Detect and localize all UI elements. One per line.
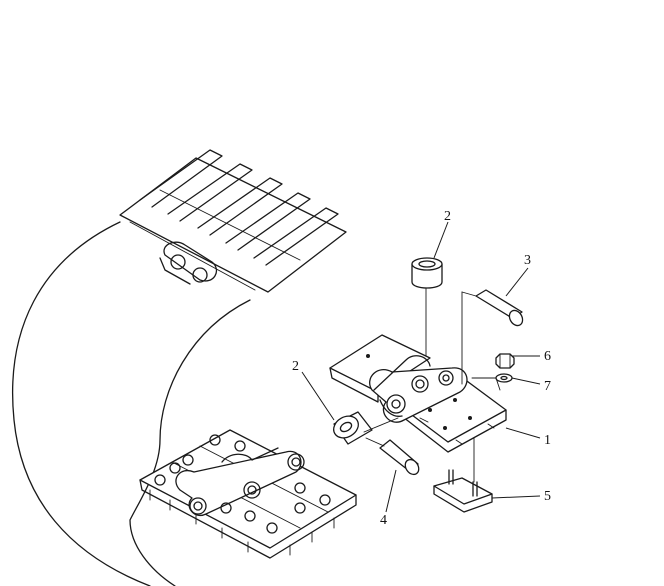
nut [495, 353, 515, 369]
washer [495, 373, 513, 383]
callout-label-2-lower: 2 [292, 359, 299, 374]
callout-label-3: 3 [524, 253, 531, 268]
callout-label-5: 5 [544, 489, 551, 504]
track-loop [12, 221, 251, 586]
shoe-bolt [433, 437, 493, 513]
callout-label-6: 6 [544, 349, 551, 364]
pin-lower [365, 437, 420, 476]
track-shoe-exploded [329, 334, 507, 453]
bushing-lower [333, 411, 399, 445]
callout-label-2-upper: 2 [444, 209, 451, 224]
bushing-upper [411, 257, 443, 357]
callout-label-1: 1 [544, 433, 551, 448]
upper-track-section [119, 149, 347, 293]
pin-upper [461, 289, 524, 385]
lower-track-section [139, 429, 357, 559]
callout-label-7: 7 [544, 379, 551, 394]
callout-label-4: 4 [380, 513, 387, 528]
leader-lines [301, 221, 541, 513]
